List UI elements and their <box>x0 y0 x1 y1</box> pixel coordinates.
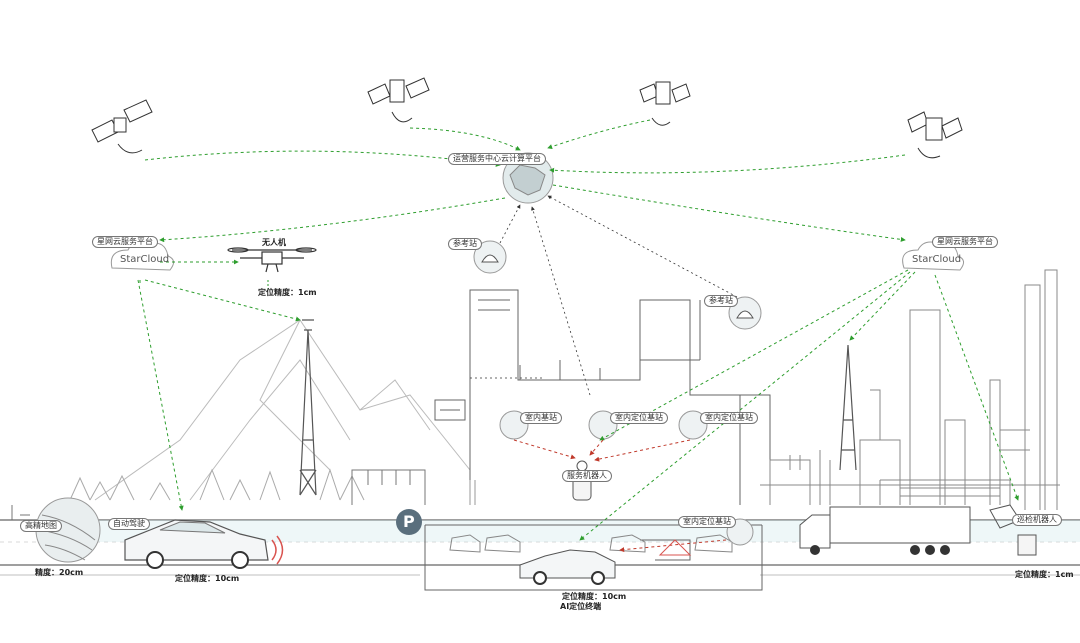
right-accuracy: 定位精度：1cm <box>1015 570 1074 579</box>
left-buildings <box>11 469 426 520</box>
trees <box>69 468 365 501</box>
antenna-icon <box>473 240 762 330</box>
platform-label: 运营服务中心云计算平台 <box>448 153 546 165</box>
indoor-station-1: 室内基站 <box>520 412 562 424</box>
car-accuracy: 定位精度：10cm <box>175 574 240 583</box>
car-left-label: 自动驾驶 <box>108 518 150 530</box>
satellite-icon <box>91 77 963 159</box>
drone-label: 无人机 <box>262 238 286 247</box>
starcloud-right: StarCloud <box>912 254 962 265</box>
underground-car <box>519 549 616 585</box>
inspection-robot-icon <box>989 504 1037 556</box>
parked-cars <box>449 534 733 553</box>
indoor-station-3: 室内定位基站 <box>700 412 758 424</box>
indoor-station-2: 室内定位基站 <box>610 412 668 424</box>
drone-accuracy: 定位精度：1cm <box>258 288 317 297</box>
left-accuracy: 精度：20cm <box>35 568 84 577</box>
cloud-left-label: 星网云服务平台 <box>92 236 158 248</box>
underground-accuracy: 定位精度：10cm <box>562 592 627 601</box>
map-label: 高精地图 <box>20 520 62 532</box>
city-buildings <box>434 289 771 505</box>
cloud-right-label: 星网云服务平台 <box>932 236 998 248</box>
parking-station-label: 室内定位基站 <box>678 516 736 528</box>
indoor-links <box>513 439 727 556</box>
cloud-icon <box>110 241 964 271</box>
tower-icon <box>299 319 857 496</box>
right-buildings <box>760 269 1060 510</box>
service-robot-label: 服务机器人 <box>562 470 612 482</box>
drone-icon <box>227 247 317 273</box>
background-lines <box>469 480 476 505</box>
globe-icon <box>502 152 554 204</box>
parking-icon <box>396 509 422 535</box>
robot-right-label: 巡检机器人 <box>1012 514 1062 526</box>
starcloud-left: StarCloud <box>120 254 170 265</box>
truck-icon <box>799 506 971 555</box>
cors-top-label: 参考站 <box>448 238 482 250</box>
car-icon <box>124 519 269 569</box>
parking-symbol: P <box>403 512 415 531</box>
radar-waves <box>271 535 284 565</box>
station-links <box>470 195 738 396</box>
cors-right-label: 参考站 <box>704 295 738 307</box>
underground-terminal: AI定位终端 <box>560 602 602 611</box>
